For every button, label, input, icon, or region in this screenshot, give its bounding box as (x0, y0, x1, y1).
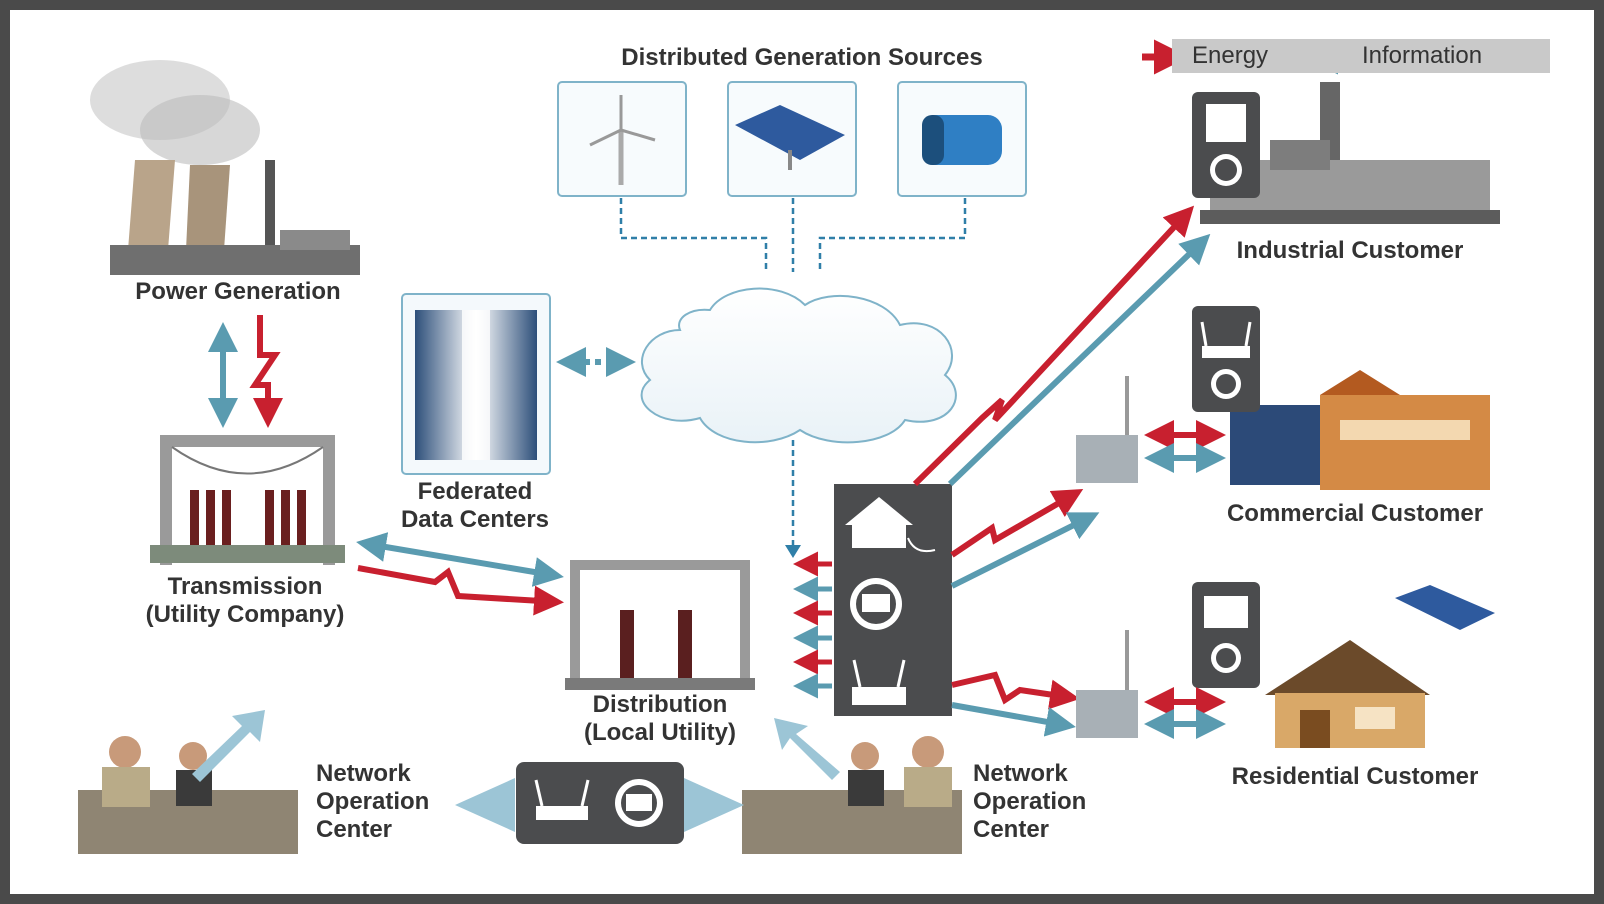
label-noc-left-line3: Center (316, 816, 393, 843)
industrial-meter-box (1192, 92, 1260, 198)
label-transmission: Transmission (Utility Company) (110, 573, 380, 629)
label-noc-left-line1: Network (316, 760, 411, 787)
dg-connectors (619, 198, 967, 548)
energy-arrow-trans-dist (357, 565, 564, 616)
info-arrow-to-residential (951, 702, 1076, 737)
energy-arrow-to-commercial (950, 488, 1084, 558)
legend-energy-label: Energy (1192, 42, 1269, 69)
dg-battery-box (897, 81, 1027, 197)
label-noc-right-line2: Operation (973, 788, 1087, 815)
noc-right-arrow (684, 778, 744, 832)
info-arrow-to-industrial (947, 233, 1211, 487)
commercial-building-icon (1230, 370, 1490, 490)
power-plant-icon (90, 60, 360, 275)
diagram-title: Distributed Generation Sources (621, 44, 983, 71)
label-noc-left: Network Operation Center (316, 760, 429, 844)
label-transmission-line1: Transmission (167, 573, 323, 600)
label-commercial-customer: Commercial Customer (1226, 500, 1484, 527)
label-industrial-customer: Industrial Customer (1236, 237, 1464, 264)
energy-arrow-gen-trans (249, 315, 283, 428)
label-noc-right-line3: Center (973, 816, 1050, 843)
commercial-router-box (1192, 306, 1260, 412)
house-plug-icon (845, 497, 936, 553)
label-data-centers: Federated Data Centers (360, 478, 590, 534)
data-center-icon (401, 293, 551, 475)
dg-wind-box (557, 81, 687, 197)
distribution-substation-icon (565, 560, 755, 690)
noc-right-operators-icon (742, 718, 962, 854)
residential-house-icon (1265, 640, 1430, 748)
label-data-centers-line2: Data Centers (400, 506, 550, 533)
commercial-transformer-icon (1076, 376, 1138, 483)
transmission-substation-icon (150, 435, 345, 565)
router-icon (852, 659, 906, 705)
diagram-svg (78, 39, 1500, 854)
label-noc-right: Network Operation Center (973, 760, 1086, 844)
label-noc-left-line2: Operation (316, 788, 430, 815)
label-distribution-line1: Distribution (592, 691, 728, 718)
label-distribution: Distribution (Local Utility) (540, 691, 780, 747)
label-distribution-line2: (Local Utility) (583, 719, 736, 746)
label-residential-customer: Residential Customer (1231, 763, 1479, 790)
noc-meter-icon (615, 779, 663, 827)
meter-icon (850, 578, 902, 630)
info-arrow-to-commercial (950, 512, 1100, 589)
dg-solar-box (727, 81, 857, 197)
noc-router-icon (534, 779, 590, 820)
cloud-down-arrowhead (785, 545, 801, 558)
label-power-generation: Power Generation (135, 278, 341, 305)
residential-solar-icon (1395, 585, 1495, 630)
panel-input-arrows (793, 551, 832, 699)
label-noc-right-line1: Network (973, 760, 1068, 787)
noc-left-operators-icon (78, 710, 298, 854)
energy-arrow-to-residential (951, 671, 1080, 710)
label-transmission-line2: (Utility Company) (145, 601, 345, 628)
legend-information-label: Information (1362, 42, 1483, 69)
cloud-network-icon (640, 287, 957, 444)
info-arrow-trans-dist (356, 532, 564, 587)
diagram-canvas: Energy Information Distributed Generatio… (10, 10, 1594, 894)
noc-left-arrow (455, 778, 515, 832)
label-data-centers-line1: Federated (417, 478, 533, 505)
energy-arrow-to-industrial (912, 205, 1195, 487)
residential-transformer-icon (1076, 630, 1138, 738)
legend: Energy Information (1172, 39, 1550, 73)
residential-meter-box (1192, 582, 1260, 688)
